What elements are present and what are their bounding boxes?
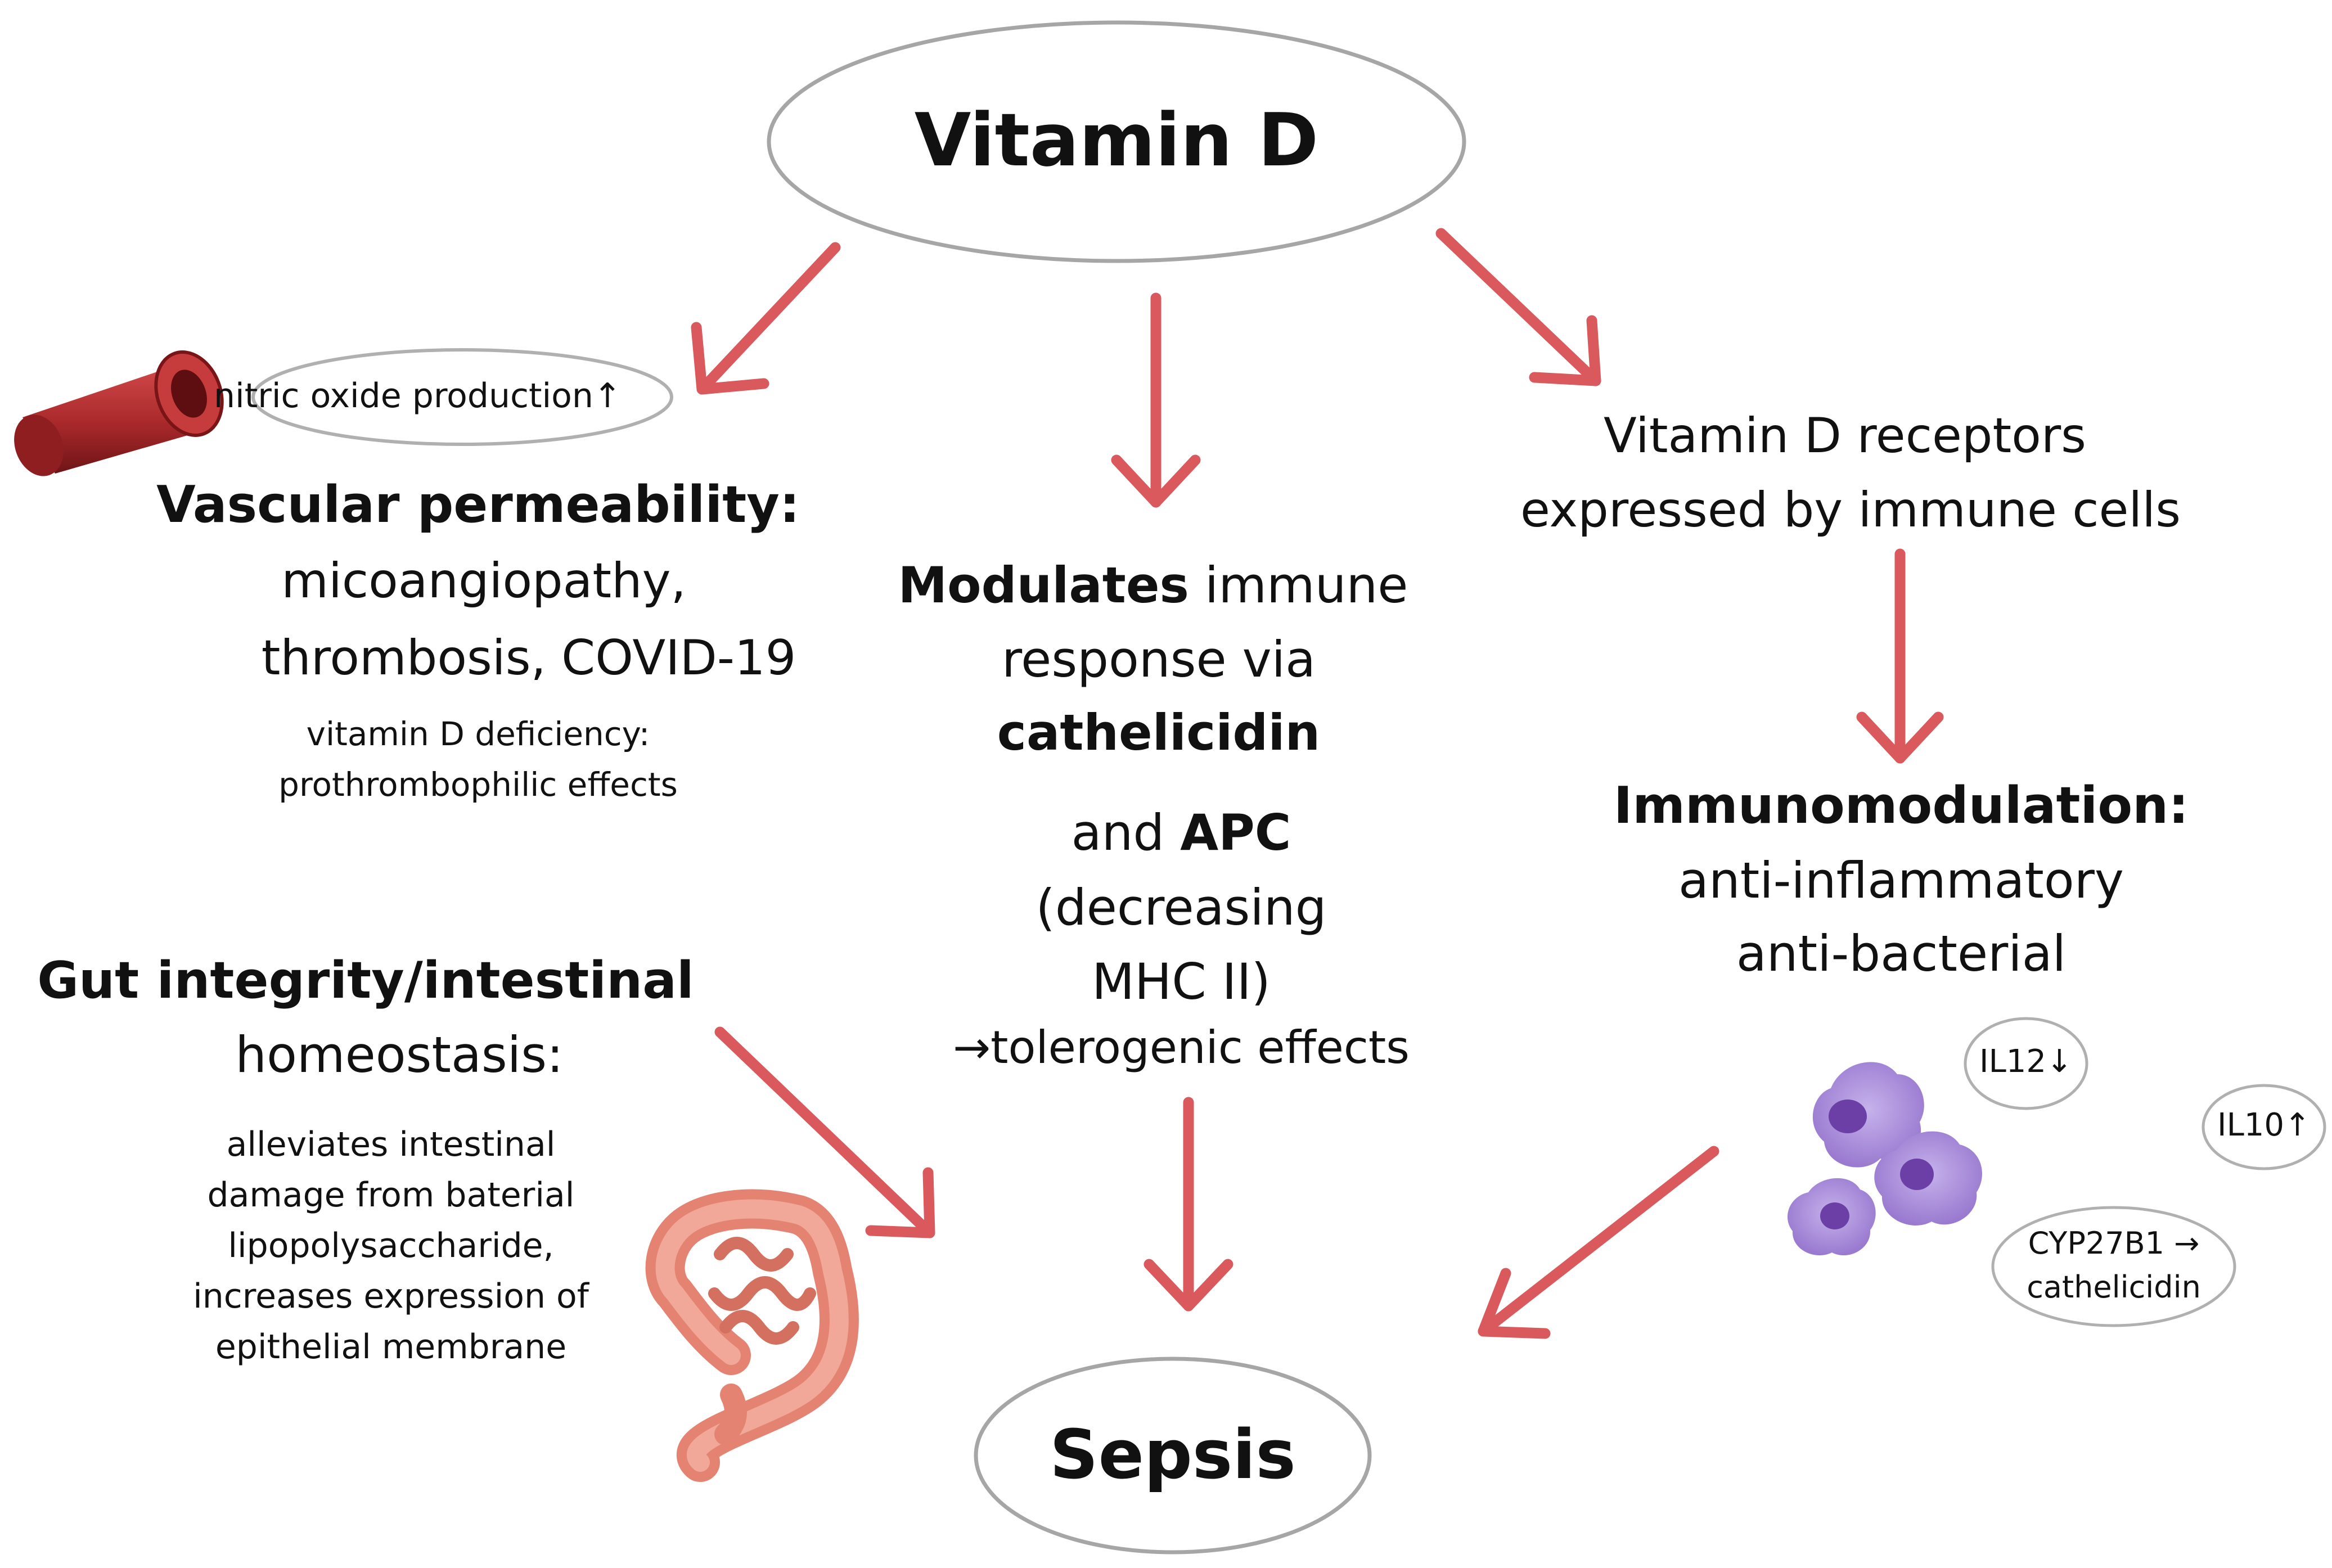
gut-notes: alleviates intestinal damage from bateri… (129, 1119, 652, 1372)
il12-label: IL12↓ (1979, 1043, 2073, 1080)
vascular-note2: prothrombophilic effects (278, 765, 678, 804)
gut-note-1: alleviates intestinal (226, 1125, 556, 1164)
nitric-oxide-label: nitric oxide production↑ (214, 376, 622, 416)
cyp27b1-bubble (1991, 1206, 2236, 1327)
cathelicidin-line: cathelicidin (997, 704, 1321, 762)
gut-note-2: damage from baterial (207, 1175, 575, 1215)
receptors-line1: Vitamin D receptors (1604, 408, 2086, 464)
vascular-note1: vitamin D deficiency: (306, 715, 650, 753)
cyp27b1-label: CYP27B1 → cathelicidin (1993, 1222, 2235, 1310)
modulates-bold: Modulates (898, 556, 1189, 614)
decreasing-line: (decreasing (1036, 878, 1327, 936)
vascular-heading: Vascular permeability: (156, 475, 800, 534)
and-apc-line: and APC (900, 801, 1462, 865)
vitamin-d-label: Vitamin D (914, 97, 1319, 183)
intestine-icon (645, 1189, 859, 1482)
il10-label: IL10↑ (2217, 1107, 2311, 1143)
apc-bold: APC (1180, 804, 1291, 862)
arrow-receptors-to-immunomodulation (1856, 548, 1944, 764)
gut-note-4: increases expression of (193, 1277, 589, 1316)
vascular-line2: thrombosis, COVID-19 (261, 630, 796, 686)
gut-note-3: lipopolysaccharide, (228, 1226, 554, 1265)
immune-text: immune (1188, 556, 1408, 614)
arrow-vitd-to-vascular (691, 242, 841, 395)
gut-heading-b: integrity/intestinal (156, 951, 694, 1010)
immune-cells-icon (1787, 1062, 1982, 1256)
arrow-vitd-to-receptors (1435, 228, 1601, 386)
gut-heading: Gut integrity/intestinal (34, 948, 697, 1013)
arrow-gut-to-sepsis (714, 1026, 935, 1238)
gut-line2: homeostasis: (235, 1026, 564, 1084)
il10-bubble (2202, 1084, 2326, 1170)
immunomodulation-heading: Immunomodulation: (1613, 776, 2189, 835)
sepsis-node (974, 1357, 1372, 1555)
anti-inflammatory-line: anti-inflammatory (1678, 851, 2124, 909)
il12-bubble (1964, 1017, 2088, 1110)
gut-heading-a: Gut (37, 951, 157, 1010)
vitamin-d-node (767, 20, 1466, 263)
anti-bacterial-line: anti-bacterial (1736, 925, 2067, 983)
tolerogenic-line: →tolerogenic effects (953, 1021, 1410, 1074)
nitric-oxide-bubble (251, 348, 673, 446)
cyp27b1-line1: CYP27B1 → (2028, 1225, 2200, 1261)
arrow-vitd-to-modulates (1111, 292, 1201, 508)
arrow-immune-to-sepsis (1478, 1146, 1719, 1339)
gut-note-5: epithelial membrane (215, 1327, 567, 1367)
and-text: and (1071, 804, 1181, 862)
receptors-line2: expressed by immune cells (1520, 482, 2181, 538)
arrow-modulates-to-sepsis (1144, 1097, 1233, 1312)
blood-vessel-icon (14, 350, 224, 476)
vascular-line1: micoangiopathy, (281, 553, 686, 609)
mhc-line: MHC II) (1092, 953, 1271, 1011)
sepsis-label: Sepsis (1050, 1416, 1296, 1494)
modulates-line: Modulates immune (844, 554, 1462, 618)
cyp27b1-line2: cathelicidin (2027, 1269, 2201, 1305)
response-via-line: response via (1001, 630, 1316, 688)
